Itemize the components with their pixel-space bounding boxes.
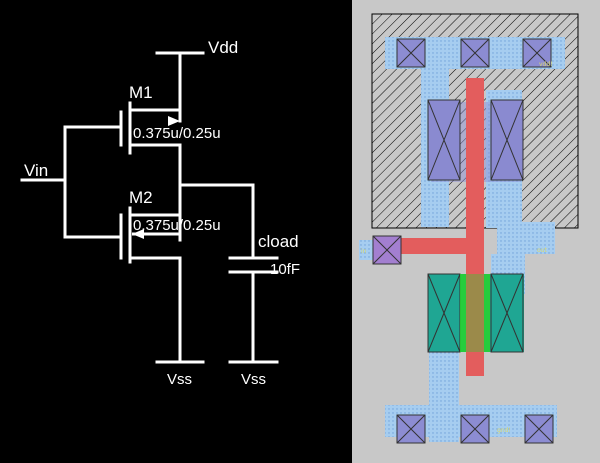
vss-right-label: Vss	[241, 371, 266, 388]
m1-arrow-icon	[168, 116, 180, 126]
m2-size: 0.375u/0.25u	[133, 217, 221, 234]
port-out-label: out	[537, 247, 547, 254]
vss-left-label: Vss	[167, 371, 192, 388]
m1-size: 0.375u/0.25u	[133, 125, 221, 142]
vdd-label: Vdd	[208, 38, 238, 57]
port-gnd-label: gnd!	[497, 427, 511, 434]
cap-value: 10fF	[270, 261, 300, 278]
m2-name: M2	[129, 188, 153, 207]
schematic-panel: Vdd M1 0.375u/0.25u Vin M2 0.375u/0.25u …	[20, 38, 301, 388]
layout-panel: vdd! out in gnd!	[352, 0, 600, 463]
poly-input-route	[400, 238, 484, 254]
port-vdd-label: vdd!	[539, 61, 553, 68]
cap-name: cload	[258, 232, 299, 251]
port-in-label: in	[361, 248, 367, 255]
vin-label: Vin	[24, 161, 48, 180]
m1-name: M1	[129, 83, 153, 102]
out-metal	[497, 222, 555, 254]
